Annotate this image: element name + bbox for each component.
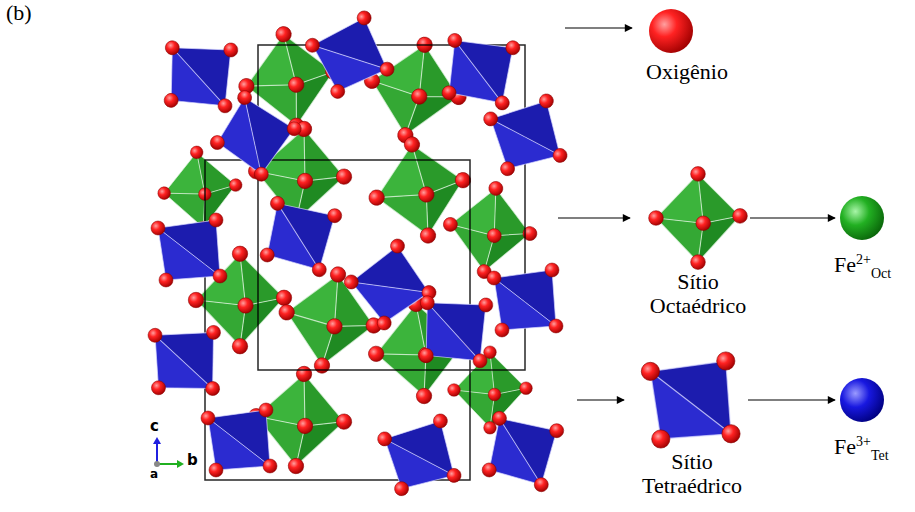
charge: 2+ bbox=[856, 252, 871, 267]
label-text: Sítio Tetraédrico bbox=[642, 449, 742, 498]
tetrahedra-layer bbox=[143, 8, 569, 499]
label-text: Sítio Octaédrico bbox=[650, 269, 747, 318]
octahedral-site: Sítio Octaédrico bbox=[650, 172, 746, 264]
axis-triad bbox=[153, 437, 184, 468]
node-label: Fe2+Oct bbox=[834, 252, 891, 281]
site-subscript: Tet bbox=[871, 448, 889, 463]
connector-arrow bbox=[750, 217, 835, 218]
tetrahedral-site: Sítio Tetraédrico bbox=[640, 360, 744, 440]
node-shape bbox=[648, 8, 694, 54]
node-shape bbox=[650, 172, 746, 264]
node-label: Sítio Tetraédrico bbox=[632, 450, 752, 498]
charge: 3+ bbox=[856, 434, 871, 449]
node-label: Sítio Octaédrico bbox=[633, 270, 763, 318]
label-text: Fe bbox=[834, 252, 856, 277]
oxygen-sphere: Oxigênio bbox=[648, 8, 694, 54]
panel-letter: (b) bbox=[6, 2, 32, 24]
node-shape bbox=[838, 194, 886, 242]
axis-label: a bbox=[150, 468, 158, 480]
connector-arrow bbox=[748, 399, 835, 400]
leader-arrows bbox=[558, 28, 632, 400]
axis-label: b bbox=[187, 453, 198, 468]
label-text: Fe bbox=[834, 434, 856, 459]
node-label: Oxigênio bbox=[646, 60, 728, 84]
fe-oct-sphere: Fe2+Oct bbox=[838, 194, 886, 242]
node-shape bbox=[640, 360, 744, 440]
node-shape bbox=[838, 376, 886, 424]
label-text: Oxigênio bbox=[646, 59, 728, 84]
axis-label: c bbox=[150, 419, 159, 434]
site-subscript: Oct bbox=[871, 266, 891, 281]
fe-tet-sphere: Fe3+Tet bbox=[838, 376, 886, 424]
node-label: Fe3+Tet bbox=[834, 434, 889, 463]
